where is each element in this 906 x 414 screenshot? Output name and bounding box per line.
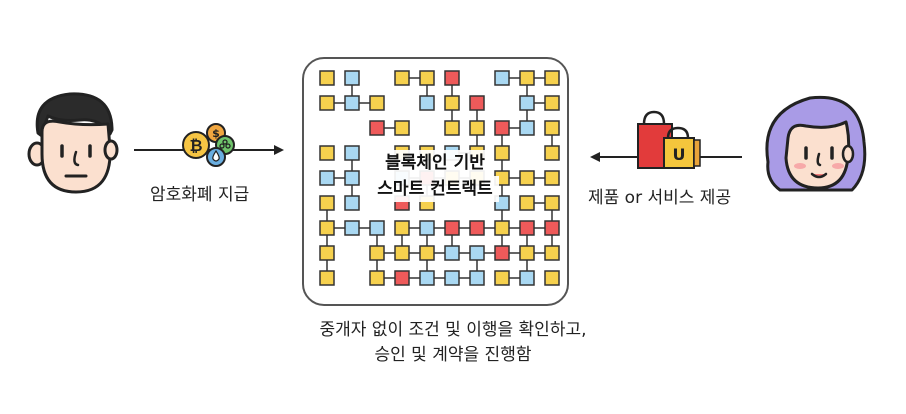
block	[544, 195, 560, 211]
block	[319, 95, 335, 111]
woman-avatar-icon	[765, 95, 867, 192]
block	[394, 245, 410, 261]
block	[494, 70, 510, 86]
block	[469, 270, 485, 286]
block	[444, 95, 460, 111]
crypto-coins-icon: $ ₿	[182, 123, 235, 167]
product-label: 제품 or 서비스 제공	[588, 188, 732, 208]
block	[469, 245, 485, 261]
block	[319, 145, 335, 161]
svg-text:₿: ₿	[189, 136, 202, 155]
block	[319, 170, 335, 186]
block	[544, 220, 560, 236]
shopping-bags-icon: U	[637, 110, 701, 169]
block	[319, 70, 335, 86]
block	[544, 70, 560, 86]
block	[344, 170, 360, 186]
block	[344, 70, 360, 86]
block	[519, 220, 535, 236]
svg-text:U: U	[673, 145, 686, 164]
block	[369, 120, 385, 136]
block	[419, 95, 435, 111]
block	[469, 95, 485, 111]
block	[444, 220, 460, 236]
block	[369, 220, 385, 236]
block	[519, 195, 535, 211]
block	[519, 120, 535, 136]
block	[344, 195, 360, 211]
block	[469, 120, 485, 136]
block	[319, 270, 335, 286]
block	[344, 220, 360, 236]
block	[519, 95, 535, 111]
block	[444, 270, 460, 286]
description-caption: 중개자 없이 조건 및 이행을 확인하고, 승인 및 계약을 진행함	[253, 318, 653, 368]
block	[544, 170, 560, 186]
block	[444, 70, 460, 86]
block	[469, 220, 485, 236]
block	[394, 270, 410, 286]
block	[494, 120, 510, 136]
title-line-2: 스마트 컨트랙트	[371, 176, 499, 202]
smart-contract-title: 블록체인 기반 스마트 컨트랙트	[340, 150, 530, 202]
block	[394, 220, 410, 236]
block	[319, 195, 335, 211]
block	[544, 245, 560, 261]
block	[544, 120, 560, 136]
block	[344, 145, 360, 161]
block	[319, 245, 335, 261]
block	[419, 220, 435, 236]
block	[519, 170, 535, 186]
block	[344, 95, 360, 111]
svg-text:$: $	[212, 127, 220, 140]
block	[319, 220, 335, 236]
block	[494, 220, 510, 236]
block	[444, 120, 460, 136]
block	[369, 245, 385, 261]
block	[519, 245, 535, 261]
title-line-1: 블록체인 기반	[379, 150, 491, 176]
block	[494, 245, 510, 261]
caption-line-1: 중개자 없이 조건 및 이행을 확인하고,	[319, 320, 587, 340]
block	[419, 270, 435, 286]
block	[369, 270, 385, 286]
caption-line-2: 승인 및 계약을 진행함	[374, 345, 532, 365]
block	[394, 120, 410, 136]
man-avatar-icon	[27, 92, 119, 194]
block	[519, 70, 535, 86]
block	[369, 95, 385, 111]
block	[419, 70, 435, 86]
payment-label: 암호화폐 지급	[150, 185, 250, 205]
block	[519, 270, 535, 286]
bitcoin-coin-icon	[182, 131, 210, 159]
block	[394, 70, 410, 86]
block	[544, 270, 560, 286]
block	[544, 95, 560, 111]
block	[544, 145, 560, 161]
block	[494, 270, 510, 286]
block	[444, 245, 460, 261]
block	[419, 245, 435, 261]
block	[494, 145, 510, 161]
